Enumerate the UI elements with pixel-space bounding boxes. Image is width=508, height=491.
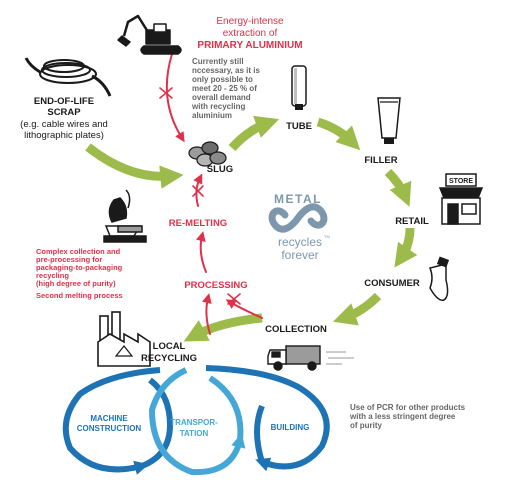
red-arrows [165, 53, 263, 335]
svg-text:packaging-to-packaging: packaging-to-packaging [36, 263, 123, 272]
logo-recycles-text: recycles [278, 235, 322, 249]
transport-line2: TATION [180, 429, 209, 438]
machine-line2: CONSTRUCTION [77, 424, 142, 433]
svg-text:END-OF-LIFE: END-OF-LIFE [34, 96, 94, 107]
complex-collection-note: Complex collection and pre-processing fo… [36, 247, 123, 300]
red-node-labels: RE-MELTING PROCESSING [169, 218, 248, 291]
svg-text:recycling: recycling [36, 271, 69, 280]
infinity-icon [268, 203, 328, 233]
svg-text:meet 20 - 25 % of: meet 20 - 25 % of [192, 84, 257, 93]
node-slug: SLUG [207, 164, 233, 175]
node-processing: PROCESSING [184, 280, 247, 291]
node-consumer: CONSUMER [364, 278, 420, 289]
svg-text:Use of PCR for other products: Use of PCR for other products [350, 403, 466, 412]
arrow-eol-to-slug [85, 143, 184, 189]
primary-note: Currently still nccessary, as it is only… [191, 57, 260, 120]
svg-text:Energy-intense: Energy-intense [216, 16, 284, 27]
cycle-building-return [254, 404, 265, 463]
arrow-local-to-processing [201, 293, 212, 335]
store-icon: STORE [438, 173, 484, 225]
metal-recycles-forever-logo: METAL recycles TM forever [268, 192, 330, 262]
squeezed-tube-icon [428, 256, 450, 301]
building-label: BUILDING [271, 423, 310, 432]
svg-text:of purity: of purity [350, 421, 383, 430]
store-sign-text: STORE [449, 178, 473, 185]
svg-text:SCRAP: SCRAP [47, 107, 81, 118]
pcr-note: Use of PCR for other products with a les… [349, 403, 466, 430]
svg-text:Currently still: Currently still [192, 57, 244, 66]
primary-aluminium-label: Energy-intense extraction of PRIMARY ALU… [197, 16, 302, 51]
node-local-line1: LOCAL [153, 341, 186, 352]
svg-text:lithographic plates): lithographic plates) [24, 130, 104, 141]
node-retail: RETAIL [395, 216, 429, 227]
svg-text:Second melting process: Second melting process [36, 291, 123, 300]
cable-coil-icon [24, 57, 112, 97]
logo-forever-text: forever [281, 248, 318, 262]
cross-mark-primary [159, 87, 173, 99]
node-remelting: RE-MELTING [169, 218, 227, 229]
aluminium-tube-icon [291, 65, 307, 110]
svg-text:with recycling: with recycling [191, 102, 245, 111]
cycle-machine-construction [62, 367, 161, 475]
arrow-tube-to-filler [316, 117, 361, 151]
svg-text:only possible to: only possible to [192, 75, 253, 84]
transport-line1: TRANSPOR- [170, 418, 218, 427]
svg-text:pre-processing for: pre-processing for [36, 255, 102, 264]
node-collection: COLLECTION [265, 324, 327, 335]
excavator-icon [117, 14, 182, 55]
cross-mark-processing [227, 293, 241, 305]
end-of-life-scrap-label: END-OF-LIFE SCRAP (e.g. cable wires and … [20, 96, 108, 141]
node-local-line2: RECYCLING [141, 353, 197, 364]
svg-text:aluminium: aluminium [192, 111, 232, 120]
cycle-building [205, 365, 330, 472]
arrow-collection-to-local [183, 313, 263, 342]
bottom-cycles [62, 365, 330, 476]
cross-mark-remelting [192, 185, 204, 197]
arrow-remelting-to-slug [193, 173, 203, 207]
logo-metal-text: METAL [274, 192, 322, 206]
node-tube: TUBE [286, 121, 312, 132]
slug-pellets-icon [188, 141, 227, 167]
remelting-furnace-icon [103, 189, 147, 243]
arrow-consumer-to-collection [332, 292, 382, 326]
svg-text:Complex collection and: Complex collection and [36, 247, 121, 256]
filled-tube-icon [377, 97, 401, 144]
arrow-primary-to-slug [165, 53, 185, 143]
logo-tm-text: TM [324, 234, 330, 239]
bottom-cycle-labels: MACHINE CONSTRUCTION TRANSPOR- TATION BU… [77, 414, 310, 438]
svg-text:extraction of: extraction of [223, 28, 278, 39]
svg-text:(high degree of purity): (high degree of purity) [36, 279, 116, 288]
node-filler: FILLER [364, 155, 397, 166]
svg-text:overall demand: overall demand [192, 93, 251, 102]
machine-line1: MACHINE [90, 414, 128, 423]
arrow-filler-to-retail [384, 168, 412, 207]
green-cycle-arrows [85, 115, 418, 342]
arrow-processing-to-remelting [195, 231, 207, 273]
recycling-factory-icon [97, 311, 151, 367]
svg-text:nccessary, as it is: nccessary, as it is [192, 66, 260, 75]
svg-text:with a less stringent degree: with a less stringent degree [349, 412, 456, 421]
arrow-slug-to-tube [228, 115, 280, 152]
node-labels: TUBE FILLER RETAIL CONSUMER COLLECTION S… [141, 121, 429, 364]
collection-truck-icon [267, 345, 354, 371]
cycle-transportation [148, 367, 246, 476]
svg-text:(e.g. cable wires and: (e.g. cable wires and [20, 119, 108, 130]
cycle-transportation-return [208, 375, 244, 441]
cross-marks [159, 87, 241, 305]
arrow-retail-to-consumer [394, 227, 418, 268]
arrow-collection-to-processing [225, 299, 263, 319]
svg-text:PRIMARY ALUMINIUM: PRIMARY ALUMINIUM [197, 40, 302, 51]
